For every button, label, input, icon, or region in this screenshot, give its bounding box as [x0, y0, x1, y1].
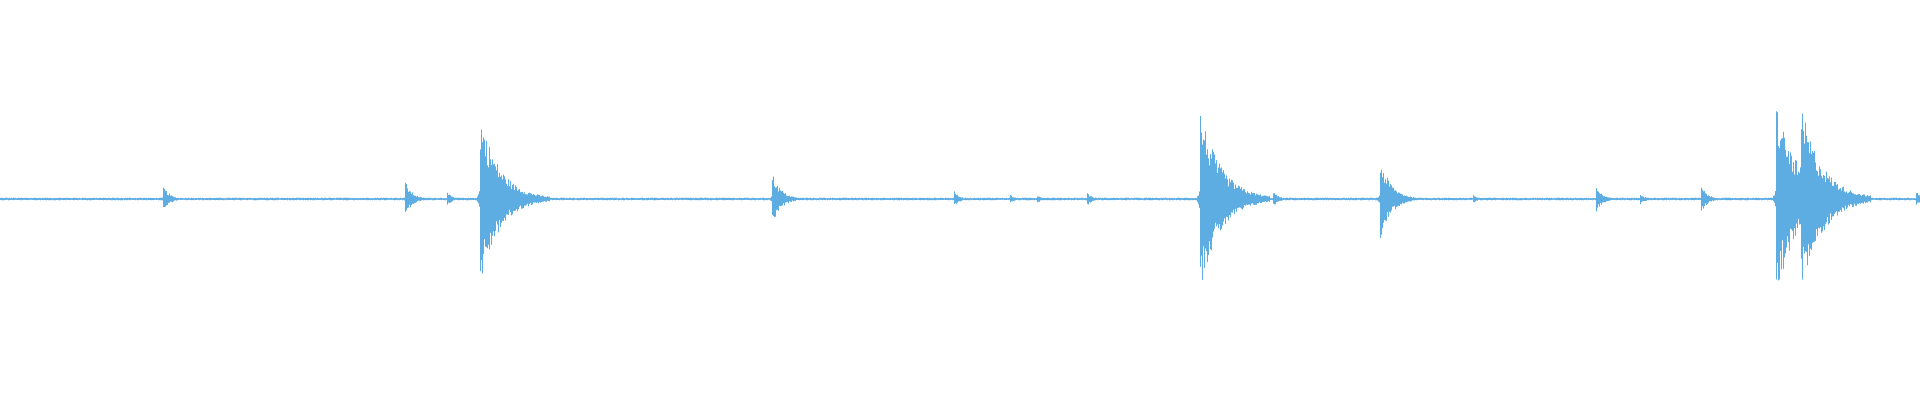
waveform-peaks [0, 111, 1920, 281]
waveform-trace [0, 111, 1920, 281]
